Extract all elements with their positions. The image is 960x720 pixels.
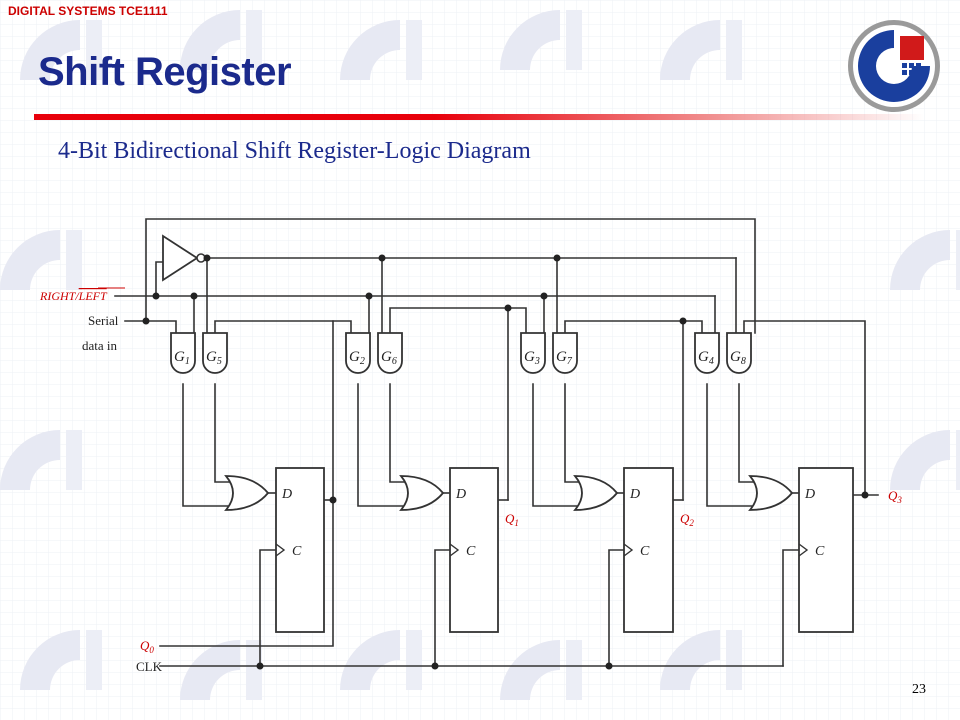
or-gate-stage1 [224,475,270,511]
ff2-c-pin: C [466,544,476,559]
ff2-d-pin: D [455,487,466,502]
right-left-label: RIGHT/LEFT [39,289,108,303]
or-gate-stage3 [573,475,619,511]
junction-dots [142,254,869,670]
gate-label-g3: G3 [524,349,540,367]
ff1-c-pin: C [292,544,302,559]
or-gate-stage2 [399,475,445,511]
q2-output-label: Q2 [680,511,694,528]
gate-label-g4: G4 [698,349,714,367]
clk-input-label: CLK [136,659,163,674]
q0-input-label: Q0 [140,638,154,655]
q3-output-label: Q3 [888,488,902,505]
ff3-d-pin: D [629,487,640,502]
university-logo-icon [848,20,940,112]
gate-label-g1: G1 [174,349,190,367]
q1-output-label: Q1 [505,511,519,528]
inverter-gate [162,234,206,282]
title-underline [34,114,924,120]
gate-label-g2: G2 [349,349,365,367]
diagram-subtitle: 4-Bit Bidirectional Shift Register-Logic… [58,138,531,164]
ff4-c-pin: C [815,544,825,559]
or-gate-stage4 [748,475,794,511]
ff1-d-pin: D [281,487,292,502]
gate-label-g5: G5 [206,349,222,367]
ff4-d-pin: D [804,487,815,502]
course-label: DIGITAL SYSTEMS TCE1111 [8,4,168,18]
gate-label-g7: G7 [556,349,573,367]
ff3-c-pin: C [640,544,650,559]
serial-data-label: Serial [88,313,119,328]
gate-label-g8: G8 [730,349,746,367]
gate-label-g6: G6 [381,349,397,367]
serial-data-label-line2: data in [82,338,118,353]
page-number: 23 [912,682,926,697]
slide-title: Shift Register [38,50,292,94]
